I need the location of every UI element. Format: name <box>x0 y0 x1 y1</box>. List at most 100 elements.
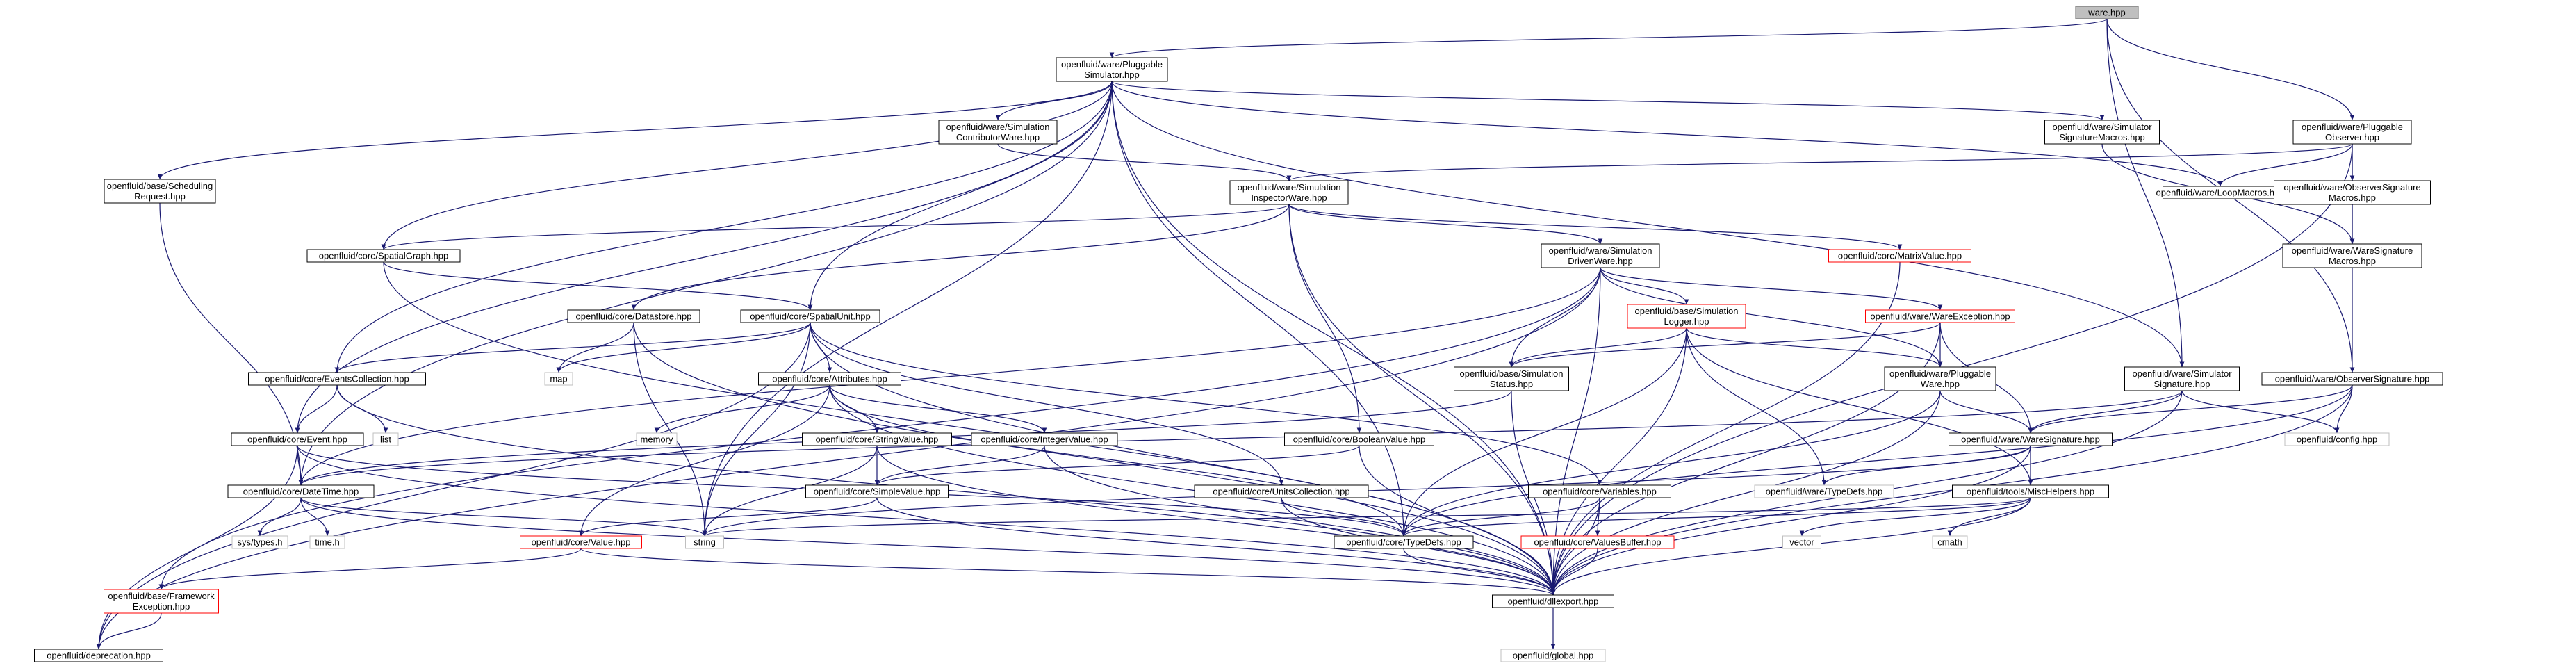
node-value[interactable]: openfluid/core/Value.hpp <box>520 535 642 549</box>
node-vector[interactable]: vector <box>1782 535 1821 549</box>
node-box <box>520 535 642 549</box>
edge-pluggable_observer-to-inspector_ware <box>1287 143 2353 181</box>
node-spatial-unit[interactable]: openfluid/core/SpatialUnit.hpp <box>740 309 880 323</box>
node-box <box>1782 535 1821 549</box>
node-string-value[interactable]: openfluid/core/StringValue.hpp <box>802 432 952 446</box>
node-label: openfluid/core/BooleanValue.hpp <box>1293 434 1426 445</box>
node-integer-value[interactable]: openfluid/core/IntegerValue.hpp <box>971 432 1118 446</box>
node-core-type-defs[interactable]: openfluid/core/TypeDefs.hpp <box>1334 535 1474 549</box>
node-time-h[interactable]: time.h <box>309 535 345 549</box>
node-box <box>1528 484 1671 498</box>
node-loop-macros[interactable]: openfluid/ware/LoopMacros.hpp <box>2156 186 2285 199</box>
node-label: openfluid/core/SpatialUnit.hpp <box>750 311 870 322</box>
edge-pluggable_simulator-to-dllexport <box>1111 81 1556 596</box>
node-map[interactable]: map <box>544 372 573 386</box>
node-box <box>1932 535 1968 549</box>
node-box <box>1627 304 1746 329</box>
node-box <box>2075 6 2139 19</box>
node-events-collection[interactable]: openfluid/core/EventsCollection.hpp <box>248 372 426 386</box>
edge-framework_exception-to-deprecation <box>96 612 162 650</box>
node-event[interactable]: openfluid/core/Event.hpp <box>231 432 364 446</box>
edge-attributes-to-integer_value <box>829 384 1047 434</box>
node-datastore[interactable]: openfluid/core/Datastore.hpp <box>567 309 700 323</box>
node-list[interactable]: list <box>372 432 399 446</box>
node-date-time[interactable]: openfluid/core/DateTime.hpp <box>227 484 375 498</box>
edge-datastore-to-string <box>633 322 707 537</box>
node-box <box>1952 484 2109 498</box>
node-matrix-value[interactable]: openfluid/core/MatrixValue.hpp <box>1828 249 1971 263</box>
node-cmath[interactable]: cmath <box>1932 535 1968 549</box>
node-ware-type-defs[interactable]: openfluid/ware/TypeDefs.hpp <box>1754 484 1894 498</box>
node-values-buffer[interactable]: openfluid/core/ValuesBuffer.hpp <box>1520 535 1675 549</box>
node-memory[interactable]: memory <box>636 432 678 446</box>
node-misc-helpers[interactable]: openfluid/tools/MiscHelpers.hpp <box>1952 484 2109 498</box>
node-box <box>2124 366 2240 391</box>
node-string[interactable]: string <box>685 535 724 549</box>
node-label: openfluid/core/TypeDefs.hpp <box>1346 537 1461 548</box>
edge-pluggable_observer-to-loop_macros <box>2217 143 2353 187</box>
node-simple-value[interactable]: openfluid/core/SimpleValue.hpp <box>805 484 949 498</box>
node-box <box>1454 366 1569 391</box>
edge-inspector_ware-to-boolean_value <box>1288 204 1362 434</box>
node-observer-signature[interactable]: openfluid/ware/ObserverSignature.hpp <box>2261 372 2443 386</box>
node-box <box>1865 309 2015 323</box>
node-boolean-value[interactable]: openfluid/core/BooleanValue.hpp <box>1284 432 1434 446</box>
node-label: openfluid/ware/TypeDefs.hpp <box>1766 487 1882 497</box>
edge-boolean_value-to-simple_value <box>874 445 1360 486</box>
node-global[interactable]: openfluid/global.hpp <box>1500 649 1606 662</box>
node-box <box>2284 432 2390 446</box>
edge-layer <box>96 18 2355 650</box>
node-box <box>34 649 163 662</box>
edge-spatial_unit-to-variables <box>810 322 1602 486</box>
edge-string_value-to-dllexport <box>876 445 1556 596</box>
edge-inspector_ware-to-matrix_value <box>1288 204 1903 250</box>
edge-misc_helpers-to-string <box>703 497 2031 537</box>
edge-observer_signature-to-config <box>2334 384 2353 434</box>
node-box <box>231 432 364 446</box>
edge-pluggable_simulator-to-core_type_defs <box>1111 81 1406 537</box>
node-variables[interactable]: openfluid/core/Variables.hpp <box>1528 484 1671 498</box>
node-sys-types[interactable]: sys/types.h <box>231 535 288 549</box>
node-deprecation[interactable]: openfluid/deprecation.hpp <box>34 649 163 662</box>
node-box <box>1492 594 1614 608</box>
node-box <box>544 372 573 386</box>
node-spatial-graph[interactable]: openfluid/core/SpatialGraph.hpp <box>306 249 461 263</box>
edge-spatial_unit-to-dllexport <box>810 322 1556 596</box>
node-units-collection[interactable]: openfluid/core/UnitsCollection.hpp <box>1194 484 1369 498</box>
edge-simulation_logger-to-ware_type_defs <box>1686 327 1827 486</box>
node-attributes[interactable]: openfluid/core/Attributes.hpp <box>758 372 901 386</box>
node-ware-signature[interactable]: openfluid/ware/WareSignature.hpp <box>1949 432 2113 446</box>
node-label: string <box>694 537 716 548</box>
node-config[interactable]: openfluid/config.hpp <box>2284 432 2390 446</box>
node-label: openfluid/config.hpp <box>2297 434 2377 445</box>
edge-simulation_logger-to-pluggable_ware <box>1686 327 1943 368</box>
edge-pluggable_simulator-to-scheduling_request <box>157 81 1113 180</box>
node-label: openfluid/core/IntegerValue.hpp <box>981 434 1108 445</box>
node-dllexport[interactable]: openfluid/dllexport.hpp <box>1492 594 1614 608</box>
node-ware-exception[interactable]: openfluid/ware/WareException.hpp <box>1865 309 2015 323</box>
edge-observer_signature-to-ware_signature <box>2028 384 2353 434</box>
node-label: openfluid/ware/ObserverSignature.hpp <box>2275 374 2430 384</box>
node-label: openfluid/core/Attributes.hpp <box>772 374 887 384</box>
edge-ware_signature-to-dllexport <box>1550 445 2031 596</box>
